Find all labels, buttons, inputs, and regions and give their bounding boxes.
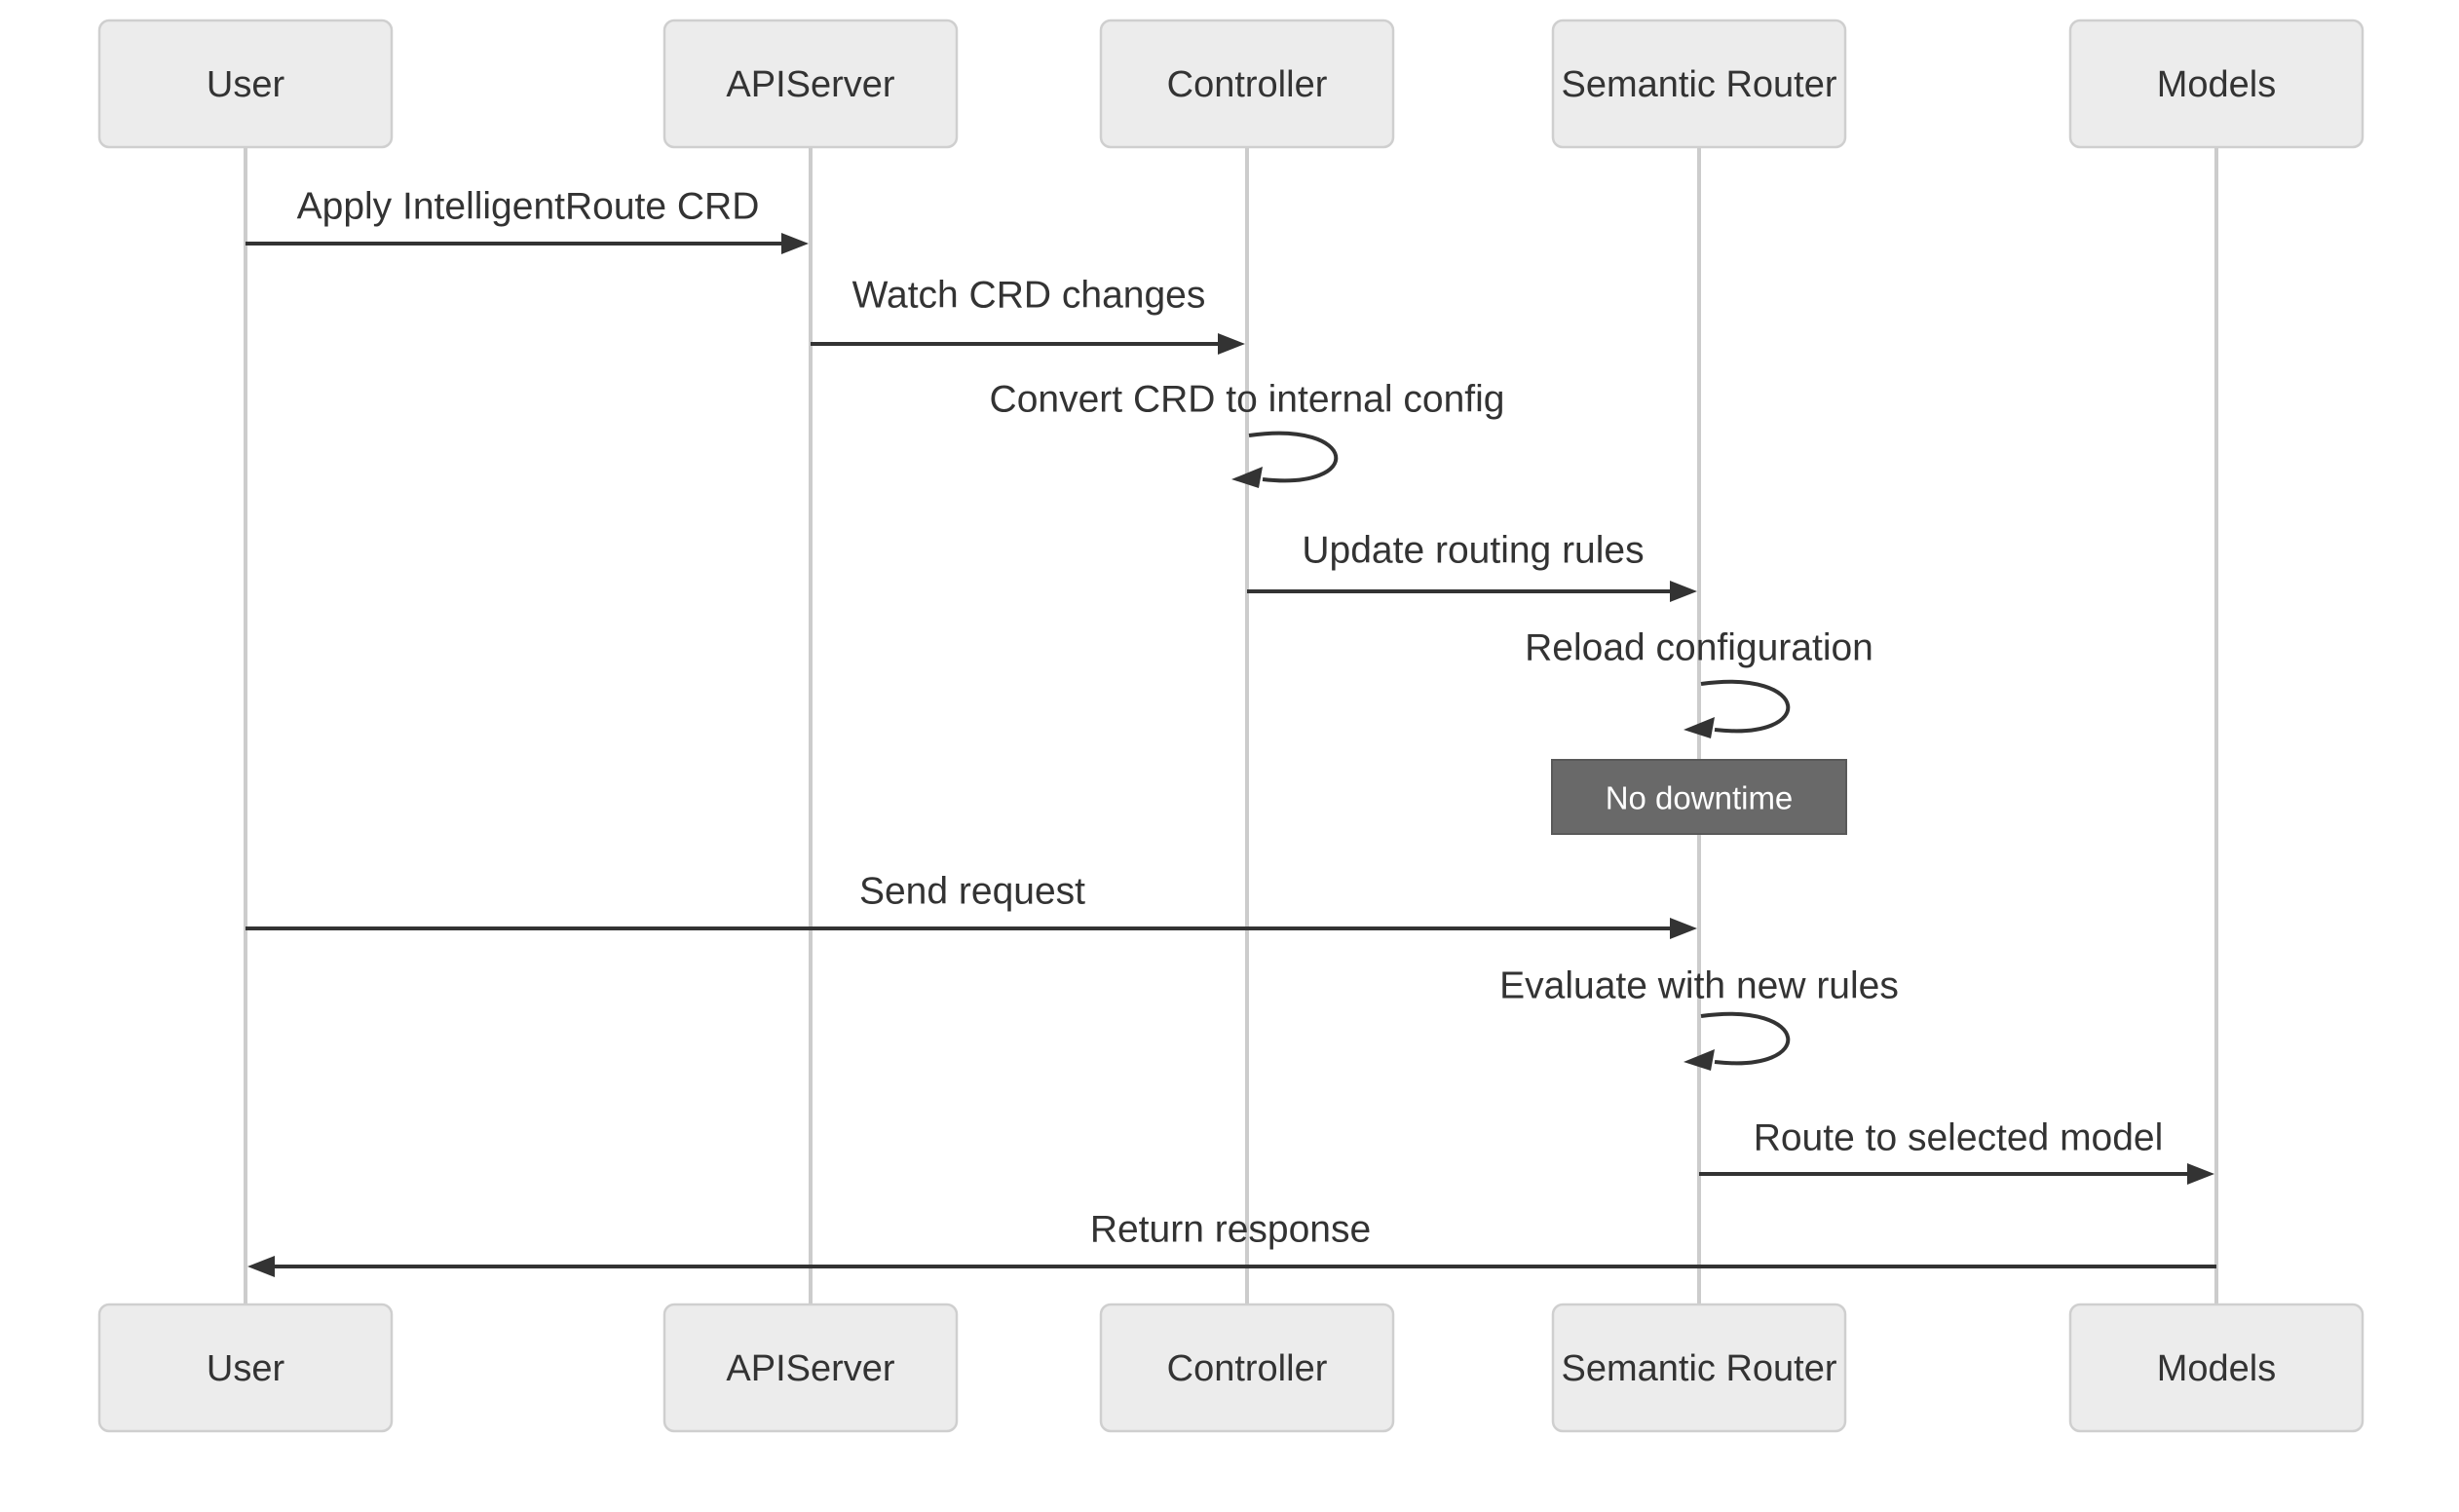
message-label: Convert CRD to internal config xyxy=(990,379,1505,421)
message-label: Watch CRD changes xyxy=(852,275,1206,317)
message-evaluate-with-new-rules: Evaluate with new rules xyxy=(1499,965,1899,1071)
participant-label-user-bottom: User xyxy=(207,1348,285,1389)
participant-label-semantic-router-bottom: Semantic Router xyxy=(1561,1348,1836,1389)
participant-box-apiserver-top xyxy=(662,19,959,149)
participant-box-apiserver-bottom xyxy=(662,1303,959,1433)
arrowhead-right-icon xyxy=(2187,1163,2214,1185)
participants-top: User APIServer Controller Semantic Route… xyxy=(97,19,2364,149)
note-label: No downtime xyxy=(1606,780,1794,816)
arrowhead-left-icon xyxy=(1231,467,1263,488)
participant-label-apiserver-bottom: APIServer xyxy=(726,1348,895,1389)
participant-box-models-bottom xyxy=(2068,1303,2364,1433)
arrowhead-left-icon xyxy=(1683,717,1715,738)
message-return-response: Return response xyxy=(247,1209,2216,1277)
note-box xyxy=(1551,759,1847,835)
message-label: Apply IntelligentRoute CRD xyxy=(297,186,760,228)
message-label: Send request xyxy=(859,871,1085,913)
participant-label-models-top: Models xyxy=(2157,64,2277,105)
participant-label-apiserver-top: APIServer xyxy=(726,64,895,105)
note-no-downtime: No downtime xyxy=(1551,759,1847,835)
participant-box-semantic-router-bottom xyxy=(1551,1303,1847,1433)
message-watch-crd-changes: Watch CRD changes xyxy=(811,275,1245,355)
message-convert-crd-to-internal-config: Convert CRD to internal config xyxy=(990,379,1505,488)
arrowhead-right-icon xyxy=(781,233,809,254)
arrowhead-right-icon xyxy=(1670,918,1697,939)
self-loop xyxy=(1700,679,1791,734)
message-reload-configuration: Reload configuration xyxy=(1525,627,1873,738)
message-label: Reload configuration xyxy=(1525,627,1873,669)
message-label: Route to selected model xyxy=(1754,1117,2164,1159)
participant-box-semantic-router-top xyxy=(1551,19,1847,149)
arrowhead-right-icon xyxy=(1218,333,1245,355)
message-apply-intelligentroute-crd: Apply IntelligentRoute CRD xyxy=(246,186,809,254)
message-label: Update routing rules xyxy=(1302,530,1644,572)
participant-box-models-top xyxy=(2068,19,2364,149)
self-loop xyxy=(1700,1011,1791,1066)
participant-box-controller-bottom xyxy=(1099,1303,1395,1433)
arrowhead-right-icon xyxy=(1670,581,1697,602)
message-update-routing-rules: Update routing rules xyxy=(1247,530,1697,602)
participants-bottom: User APIServer Controller Semantic Route… xyxy=(97,1303,2364,1433)
participant-label-user-top: User xyxy=(207,64,285,105)
participant-box-user-bottom xyxy=(97,1303,394,1433)
participant-label-models-bottom: Models xyxy=(2157,1348,2277,1389)
participant-label-controller-top: Controller xyxy=(1167,64,1328,105)
message-route-to-selected-model: Route to selected model xyxy=(1699,1117,2214,1185)
message-send-request: Send request xyxy=(246,871,1697,939)
self-loop xyxy=(1248,431,1339,483)
participant-box-controller-top xyxy=(1099,19,1395,149)
arrowhead-left-icon xyxy=(1683,1049,1715,1071)
message-label: Evaluate with new rules xyxy=(1499,965,1899,1007)
arrowhead-left-icon xyxy=(247,1256,275,1277)
participant-box-user-top xyxy=(97,19,394,149)
participant-label-controller-bottom: Controller xyxy=(1167,1348,1328,1389)
participant-label-semantic-router-top: Semantic Router xyxy=(1561,64,1836,105)
message-label: Return response xyxy=(1090,1209,1371,1251)
